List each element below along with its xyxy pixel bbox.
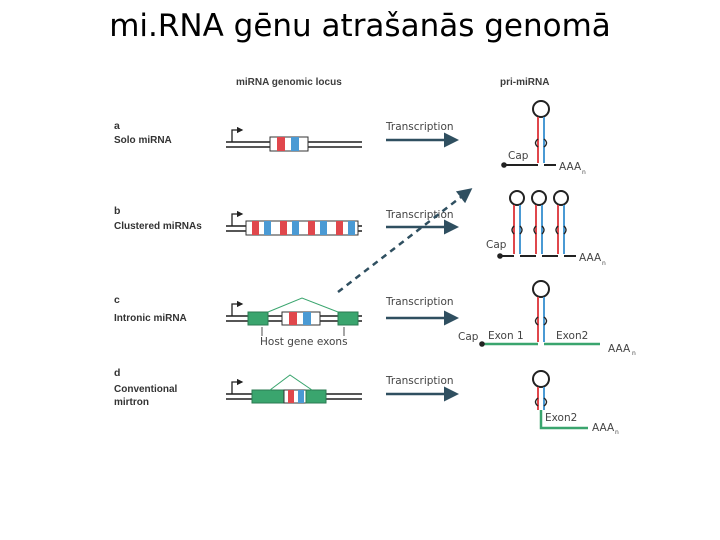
panel-a-pri-mirna: Cap AAA n bbox=[501, 100, 586, 176]
mirna-cluster-box bbox=[245, 220, 359, 236]
exon2-label: Exon2 bbox=[545, 412, 577, 424]
mirna-hairpin-box bbox=[281, 311, 321, 326]
panel-b-letter: b bbox=[114, 205, 120, 217]
polya-label: AAA bbox=[559, 161, 582, 173]
panel-a-label: Solo miRNA bbox=[114, 135, 172, 146]
panel-b-pri-mirna: Cap AAA n bbox=[486, 190, 606, 267]
svg-text:n: n bbox=[615, 429, 619, 436]
panel-a-locus bbox=[226, 126, 362, 152]
promoter-icon bbox=[231, 126, 244, 142]
polya-label: AAA bbox=[608, 343, 631, 355]
panel-a-letter: a bbox=[114, 120, 120, 132]
panel-c-locus: Host gene exons bbox=[226, 297, 362, 348]
dashed-arrow bbox=[337, 188, 473, 293]
panel-c-pri-mirna: Cap Exon 1 Exon2 AAA n bbox=[458, 280, 636, 357]
panel-b-locus bbox=[226, 210, 362, 236]
cap-label: Cap bbox=[486, 239, 507, 251]
polya-label: AAA bbox=[592, 422, 615, 434]
panel-d: d Conventional mirtron Transcription Exo… bbox=[114, 367, 619, 436]
panel-d-label-line1: Conventional bbox=[114, 384, 178, 395]
exon1-label: Exon 1 bbox=[488, 330, 524, 342]
host-exon-box bbox=[305, 389, 327, 404]
panel-d-letter: d bbox=[114, 367, 120, 379]
transcription-label: Transcription bbox=[385, 375, 454, 387]
exon2-label: Exon2 bbox=[556, 330, 588, 342]
svg-text:n: n bbox=[582, 169, 586, 176]
host-exon-box bbox=[251, 389, 285, 404]
slide-title: mi.RNA gēnu atrašanās genomā bbox=[109, 8, 611, 44]
svg-text:n: n bbox=[602, 260, 606, 267]
header-genomic-locus: miRNA genomic locus bbox=[236, 77, 342, 88]
promoter-icon bbox=[231, 210, 244, 226]
transcription-label: Transcription bbox=[385, 121, 454, 133]
cap-label: Cap bbox=[508, 150, 529, 162]
panel-c-label: Intronic miRNA bbox=[114, 313, 187, 324]
host-exon-box bbox=[247, 311, 269, 326]
host-exon-box bbox=[337, 311, 359, 326]
panel-d-label-line2: mirtron bbox=[114, 397, 149, 408]
header-pri-mirna: pri-miRNA bbox=[500, 77, 549, 88]
panel-c: c Intronic miRNA Host gene exons Transcr… bbox=[114, 280, 636, 357]
panel-b: b Clustered miRNAs Transcription bbox=[114, 190, 606, 267]
promoter-icon bbox=[231, 378, 244, 394]
promoter-icon bbox=[231, 300, 244, 316]
cap-label: Cap bbox=[458, 331, 479, 343]
panel-d-pri-mirna: Exon2 AAA n bbox=[532, 370, 619, 436]
svg-text:n: n bbox=[632, 350, 636, 357]
panel-d-locus bbox=[226, 374, 362, 404]
host-gene-exons-label: Host gene exons bbox=[260, 336, 348, 348]
transcription-label: Transcription bbox=[385, 209, 454, 221]
transcription-label: Transcription bbox=[385, 296, 454, 308]
polya-label: AAA bbox=[579, 252, 602, 264]
panel-b-label: Clustered miRNAs bbox=[114, 221, 202, 232]
panel-c-letter: c bbox=[114, 294, 120, 306]
panel-a: a Solo miRNA Transcription Cap AAA n bbox=[114, 100, 586, 176]
mirna-hairpin-box bbox=[269, 136, 309, 152]
